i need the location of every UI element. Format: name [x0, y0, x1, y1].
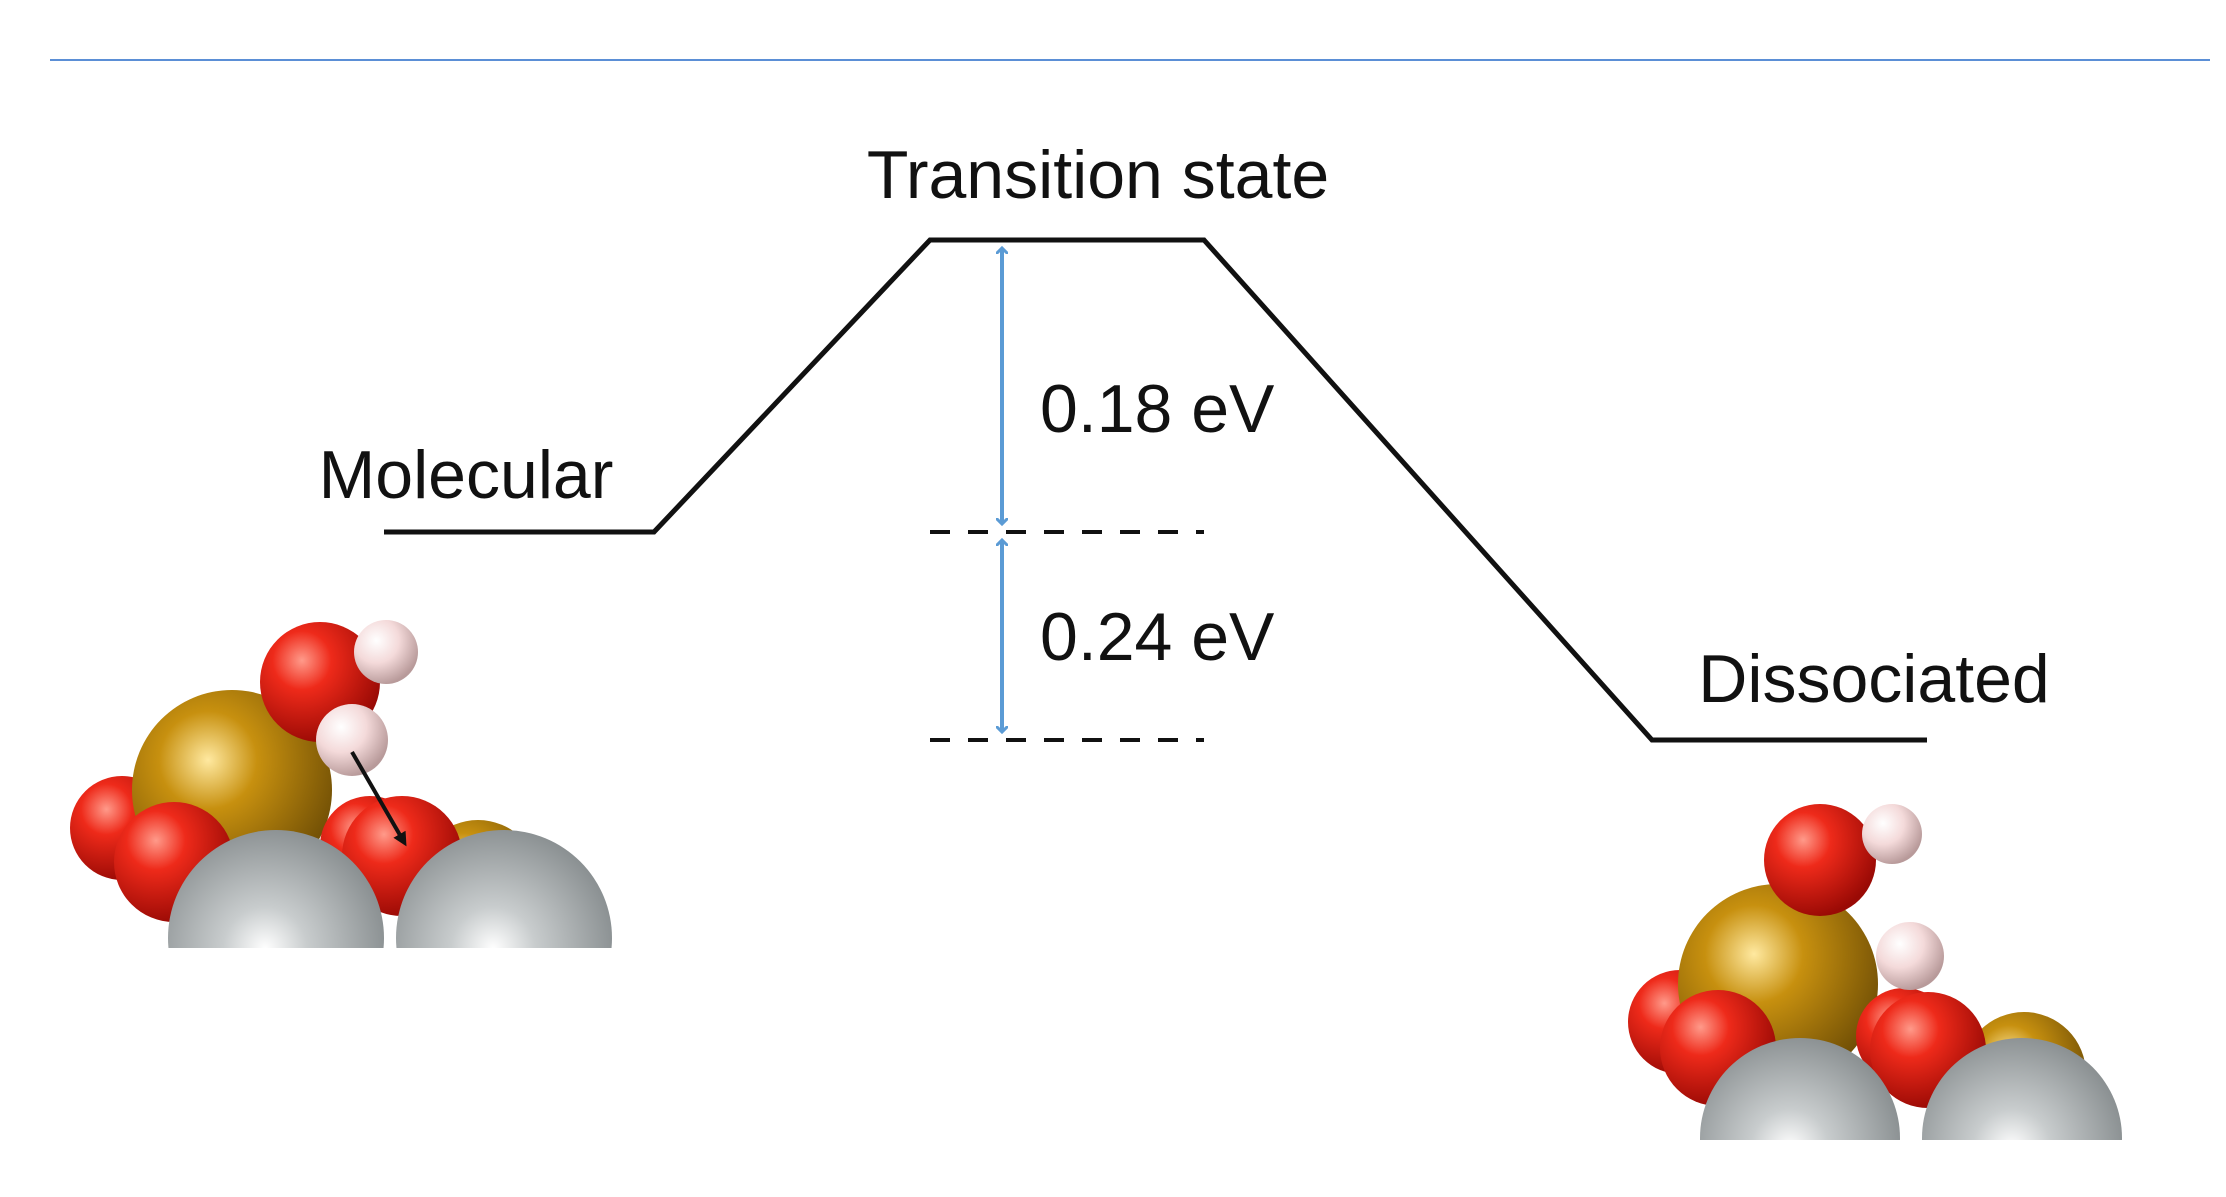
hydrogen-transfer-arrow: [350, 750, 407, 847]
hydrogen-atom: [354, 620, 418, 684]
hydrogen-atom: [316, 704, 388, 776]
substrate-atom: [168, 830, 384, 948]
forward-barrier-value: 0.18 eV: [1040, 371, 1275, 447]
hydrogen-atom: [1862, 804, 1922, 864]
substrate-atom: [396, 830, 612, 948]
molecular-structure-image: [70, 620, 612, 948]
molecular-label: Molecular: [319, 437, 614, 513]
transition-state-label: Transition state: [867, 137, 1329, 213]
reaction-energy-value: 0.24 eV: [1040, 599, 1275, 675]
oxygen-atom: [1764, 804, 1876, 916]
dissociated-label: Dissociated: [1698, 641, 2050, 717]
dissociated-structure-image: [1628, 804, 2122, 1140]
substrate-atom: [1700, 1038, 1900, 1140]
energy-profile-line: [384, 237, 1927, 743]
hydrogen-atom: [1876, 922, 1944, 990]
substrate-atom: [1922, 1038, 2122, 1140]
